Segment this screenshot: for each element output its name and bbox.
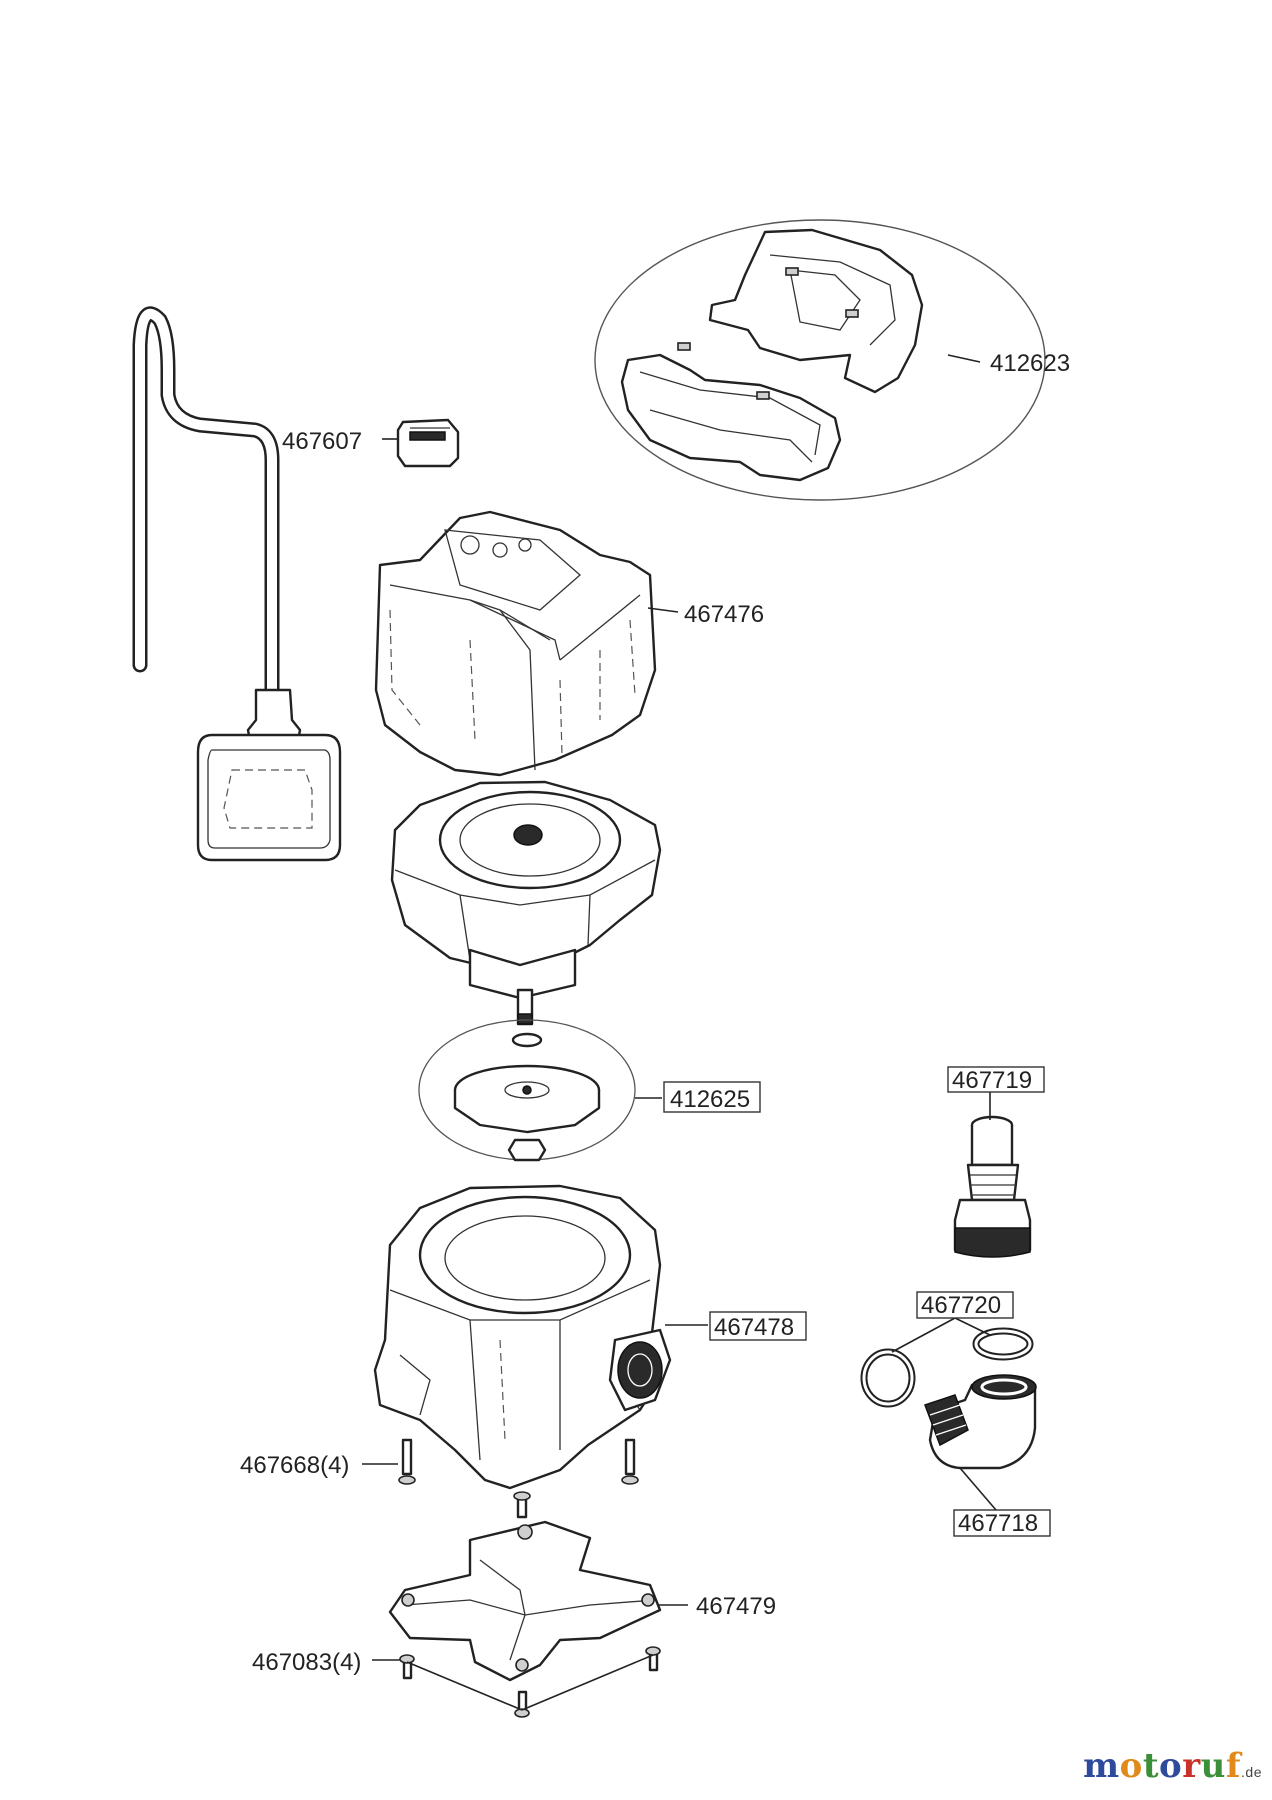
logo-letter-u: u	[1200, 1746, 1226, 1786]
o-rings-part	[860, 1327, 1034, 1408]
box-412625	[663, 1081, 761, 1113]
label-467479: 467479	[696, 1593, 776, 1620]
logo-letter-m: m	[1083, 1746, 1120, 1786]
logo-letter-t: t	[1142, 1746, 1160, 1786]
label-467083: 467083(4)	[252, 1649, 361, 1676]
handle-upper-part	[708, 228, 924, 394]
base-plate-part	[388, 1520, 662, 1682]
motoruf-logo: motoruf.de	[1083, 1746, 1262, 1786]
label-412623: 412623	[990, 350, 1070, 377]
label-467719: 467719	[952, 1067, 1032, 1094]
pump-housing-part	[373, 1184, 672, 1490]
box-467718	[953, 1509, 1051, 1537]
handle-screws	[677, 267, 859, 400]
label-467478: 467478	[714, 1314, 794, 1341]
label-467718: 467718	[958, 1510, 1038, 1537]
float-body	[196, 733, 342, 862]
leader-lines	[362, 354, 997, 1711]
box-467719	[947, 1066, 1045, 1093]
part-labels: 412623 467607 467476 412625 467719 46772…	[240, 350, 1070, 1676]
switch-cover-part	[396, 418, 460, 468]
motor-cover-part	[374, 510, 657, 777]
handle-detail-circle	[594, 219, 1046, 501]
motor-unit	[390, 780, 662, 1026]
handle-lower-part	[620, 353, 842, 482]
impeller-detail	[418, 1019, 636, 1162]
label-467607: 467607	[282, 428, 362, 455]
logo-letter-r: r	[1182, 1746, 1201, 1786]
box-467478	[709, 1311, 807, 1341]
label-467476: 467476	[684, 601, 764, 628]
float-cable	[132, 306, 280, 738]
housing-screws	[398, 1438, 639, 1519]
label-412625: 412625	[670, 1086, 750, 1113]
logo-letter-o: o	[1119, 1746, 1143, 1786]
logo-letter-f: f	[1225, 1746, 1242, 1786]
float-switch	[132, 306, 342, 862]
box-467720	[916, 1291, 1014, 1319]
elbow-connector-part	[924, 1374, 1037, 1470]
label-467668: 467668(4)	[240, 1452, 349, 1479]
logo-suffix: .de	[1241, 1764, 1262, 1780]
label-467720: 467720	[921, 1292, 1001, 1319]
logo-letter-o2: o	[1159, 1746, 1183, 1786]
handle-assembly	[594, 219, 1046, 501]
hose-connector-part	[953, 1115, 1032, 1258]
